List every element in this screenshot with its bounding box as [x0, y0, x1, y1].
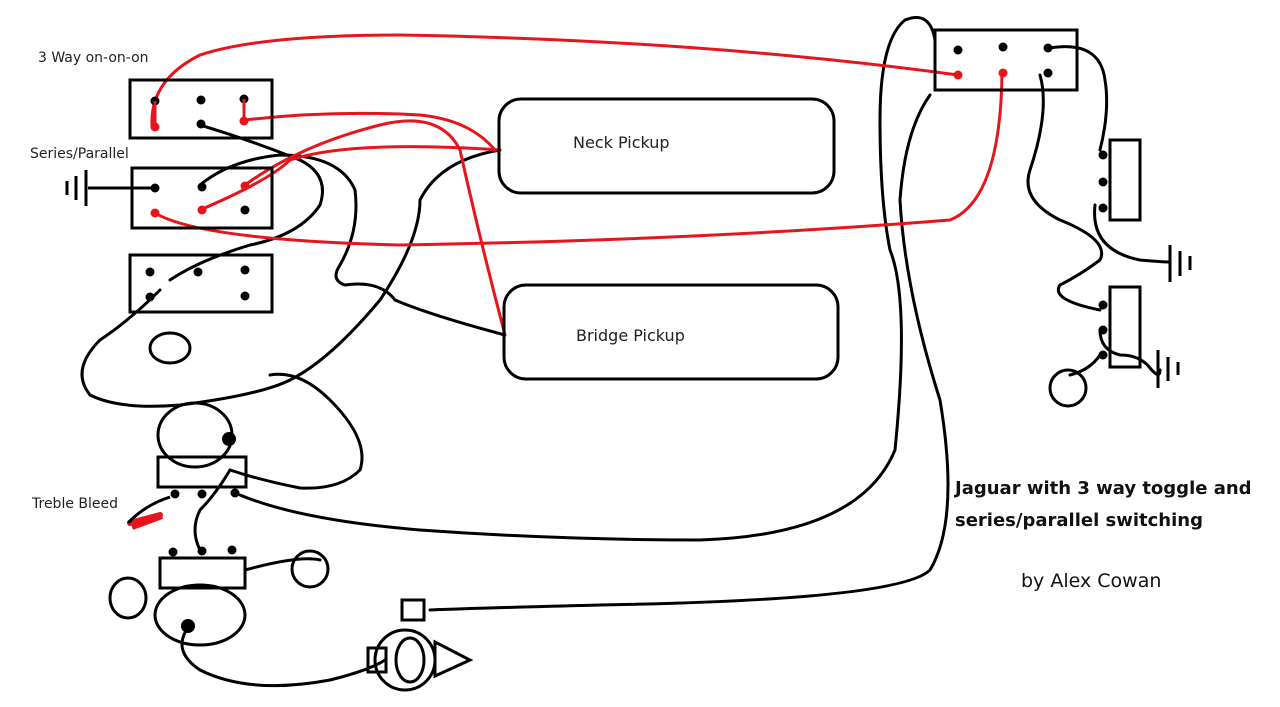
treble-bleed-label: Treble Bleed — [32, 496, 119, 512]
diagram-title: Jaguar with 3 way toggle and series/para… — [955, 473, 1252, 537]
diagram-author: by Alex Cowan — [1021, 570, 1162, 592]
diagram-title-line1: Jaguar with 3 way toggle and — [955, 478, 1252, 499]
bridge-pickup-label: Bridge Pickup — [576, 326, 685, 345]
ground-symbol-icon — [1156, 350, 1180, 388]
three-way-label: 3 Way on-on-on — [38, 50, 149, 66]
red-wires — [127, 33, 1004, 526]
black-wires — [80, 16, 1172, 688]
output-jack-icon — [366, 598, 474, 692]
right-three-way-switch — [933, 28, 1079, 92]
right-pot-lower — [1048, 285, 1142, 408]
bridge-pickup — [502, 283, 840, 381]
neck-pickup — [497, 97, 836, 195]
neck-pickup-label: Neck Pickup — [573, 133, 670, 152]
series-parallel-label: Series/Parallel — [30, 146, 129, 162]
right-pot-upper — [1098, 138, 1142, 222]
treble-bleed-capacitor-icon — [126, 495, 171, 530]
volume-pot — [156, 401, 248, 499]
diagram-title-line2: series/parallel switching — [955, 510, 1203, 531]
third-switch — [128, 253, 274, 365]
tone-pot — [108, 545, 330, 647]
series-parallel-switch — [88, 166, 274, 230]
three-way-switch — [128, 78, 274, 140]
ground-symbol-icon — [65, 170, 88, 206]
ground-symbol-icon — [1168, 245, 1192, 282]
